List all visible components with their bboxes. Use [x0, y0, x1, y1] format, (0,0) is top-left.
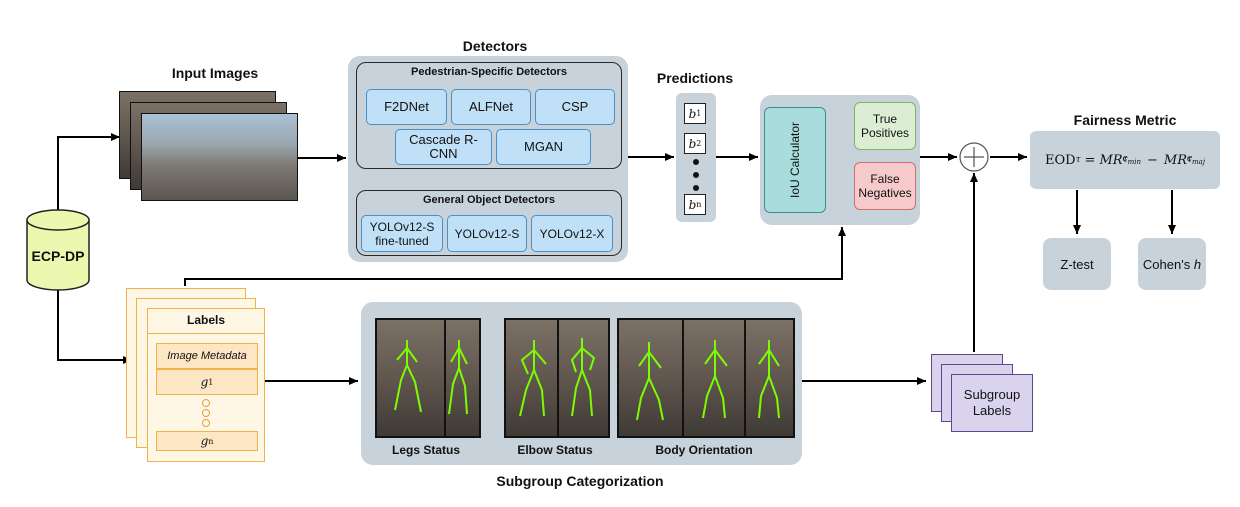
subgroup-categorization-title: Subgroup Categorization	[496, 473, 664, 489]
detector-yolov12-s[interactable]: YOLOv12-S	[447, 215, 527, 252]
general-detectors-title: General Object Detectors	[422, 194, 556, 206]
matching-panel: IoU Calculator True Positives False Nega…	[760, 95, 920, 225]
pedestrian-detectors-title: Pedestrian-Specific Detectors	[411, 66, 567, 78]
arrow-labels-to-iou	[184, 227, 846, 286]
dataset-cylinder-icon	[26, 209, 90, 291]
body-orientation-image	[617, 318, 795, 438]
detectors-panel: Pedestrian-Specific Detectors F2DNet ALF…	[348, 56, 628, 262]
body-orientation-caption: Body Orientation	[655, 443, 753, 457]
g1-sub: 1	[208, 377, 214, 387]
ellipsis-circle	[202, 399, 210, 407]
pedestrian-detectors-group: Pedestrian-Specific Detectors F2DNet ALF…	[356, 62, 622, 169]
cohens-h-symbol: h	[1193, 256, 1202, 272]
gn-symbol: g	[200, 434, 209, 448]
arrow-dataset-to-images	[57, 133, 120, 222]
gn-sub: n	[208, 436, 214, 446]
legs-status-caption: Legs Status	[391, 443, 460, 457]
ellipsis-circle	[202, 409, 210, 417]
false-negatives-box[interactable]: False Negatives	[854, 162, 916, 210]
g1-symbol: g	[200, 375, 209, 389]
plus-icon	[959, 142, 989, 172]
prediction-b1-sub: 1	[696, 109, 702, 118]
pose-skeleton-icon	[636, 320, 780, 436]
detector-yolov12-x[interactable]: YOLOv12-X	[531, 215, 613, 252]
labels-title: Labels	[186, 313, 225, 327]
elbow-status-image	[504, 318, 610, 438]
subgroup-labels-box[interactable]: Subgroup Labels	[951, 374, 1033, 432]
pose-skeleton-icon	[519, 320, 596, 436]
predictions-title: Predictions	[656, 70, 734, 86]
detectors-title: Detectors	[462, 38, 528, 54]
iou-calculator[interactable]: IoU Calculator	[764, 107, 826, 213]
cohens-h-label: Cohen's	[1142, 256, 1194, 272]
labels-divider	[148, 333, 264, 334]
arrow-dataset-to-labels	[57, 288, 132, 364]
ellipsis-circle	[202, 419, 210, 427]
general-detectors-group: General Object Detectors YOLOv12-S fine-…	[356, 190, 622, 256]
prediction-b2-sub: 2	[696, 139, 702, 148]
detector-yolov12-s-finetuned[interactable]: YOLOv12-S fine-tuned	[361, 215, 443, 252]
fairness-metric-title: Fairness Metric	[1073, 112, 1177, 128]
prediction-b1-symbol: b	[688, 106, 697, 121]
prediction-bn-sub: n	[696, 200, 702, 209]
detector-csp[interactable]: CSP	[535, 89, 615, 125]
input-images-title: Input Images	[171, 65, 259, 81]
z-test-box[interactable]: Z-test	[1043, 238, 1111, 290]
pose-skeleton-icon	[394, 320, 468, 436]
formula-lhs: EOD	[1044, 152, 1076, 168]
prediction-b2-symbol: b	[688, 136, 697, 151]
detector-alfnet[interactable]: ALFNet	[451, 89, 531, 125]
input-image-front	[141, 113, 298, 201]
iou-calculator-label: IoU Calculator	[788, 121, 802, 199]
ellipsis-dot	[693, 172, 699, 178]
detector-cascade-rcnn[interactable]: Cascade R-CNN	[395, 129, 492, 165]
elbow-status-caption: Elbow Status	[517, 443, 593, 457]
detector-f2dnet[interactable]: F2DNet	[366, 89, 447, 125]
ellipsis-dot	[693, 159, 699, 165]
cohens-h-box[interactable]: Cohen's h	[1138, 238, 1206, 290]
dataset-label: ECP-DP	[31, 248, 85, 264]
legs-status-image	[375, 318, 481, 438]
ellipsis-dot	[693, 185, 699, 191]
prediction-bn-symbol: b	[688, 197, 697, 212]
subgroup-panel: Legs Status Elbow Status Body Orientatio…	[361, 302, 802, 465]
image-metadata-field: Image Metadata	[156, 343, 258, 369]
true-positives-box[interactable]: True Positives	[854, 102, 916, 150]
detector-mgan[interactable]: MGAN	[496, 129, 591, 165]
